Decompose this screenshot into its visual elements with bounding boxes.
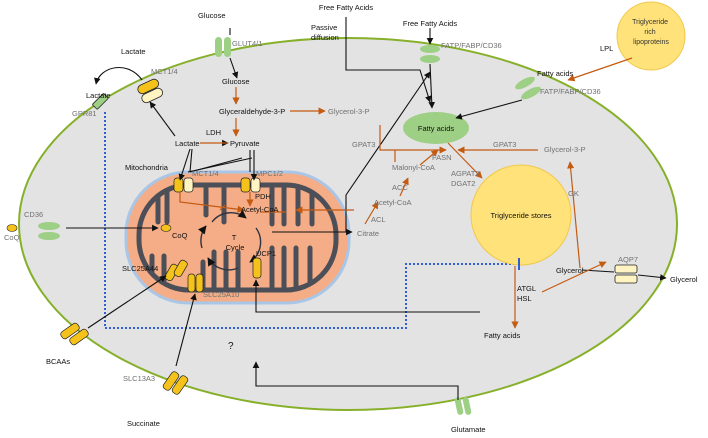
coq-inner-icon	[160, 224, 172, 232]
gpat3-right-label: GPAT3	[493, 140, 516, 149]
trl-label: Triglyceride rich lipoproteins	[632, 19, 670, 46]
fatp-right-label: FATP/FABP/CD36	[540, 87, 601, 96]
malonyl-coa-label: Malonyl-CoA	[392, 163, 435, 172]
glycerol-3p-label-1: Glycerol-3-P	[328, 107, 370, 116]
lactate-mid-label: Lactate	[175, 139, 200, 148]
fatty-acids-released-label: Fatty acids	[484, 331, 521, 340]
coq-inner-label: CoQ	[172, 231, 188, 240]
glut-label: GLUT4/1	[232, 39, 262, 48]
orange-arrows	[179, 57, 633, 329]
fatty-acids-pool-label: Fatty acids	[418, 124, 455, 133]
dashed-boundary	[104, 112, 519, 329]
acc-label: ACC	[392, 183, 408, 192]
mct-mito-label: MCT1/4	[192, 169, 219, 178]
ucp1-label: UCP1	[256, 249, 276, 258]
tca-cycle-arrows	[198, 209, 262, 271]
question-mark: ?	[228, 341, 234, 352]
free-fatty-acids-label-2: Free Fatty Acids	[403, 19, 457, 28]
cd36-label: CD36	[24, 210, 43, 219]
gpr81-label: GPR81	[72, 109, 97, 118]
free-fatty-acids-label-1: Free Fatty Acids	[319, 3, 373, 12]
mpc-label: MPC1/2	[256, 169, 283, 178]
tca-cycle-label: T Cycle	[226, 233, 245, 252]
glycerol-3p-label-2: Glycerol-3-P	[544, 145, 586, 154]
pyruvate-label: Pyruvate	[230, 139, 260, 148]
lpl-label: LPL	[600, 44, 613, 53]
tg-stores-label: Triglyceride stores	[491, 211, 552, 220]
slc13a3-transporter	[162, 371, 189, 395]
lactate-top-label: Lactate	[121, 47, 146, 56]
triglyceride-stores-droplet	[470, 164, 572, 266]
atgl-hsl-label: ATGL HSL	[517, 284, 538, 303]
slc13a3-label: SLC13A3	[123, 374, 155, 383]
slc25a44-label: SLC25A44	[122, 264, 158, 273]
fatp-top-label: FATP/FABP/CD36	[441, 41, 502, 50]
aqp7-channel	[614, 264, 638, 284]
ldh-label: LDH	[206, 128, 221, 137]
bcaa-transporter	[60, 322, 89, 346]
trl-particle	[616, 1, 686, 71]
fatty-acids-extracellular-label: Fatty acids	[537, 69, 574, 78]
pdh-label: PDH	[255, 192, 271, 201]
mct-membrane-label: MCT1/4	[151, 67, 178, 76]
fatp-transporter-top	[420, 45, 440, 63]
coq-outer-label: CoQ	[4, 233, 20, 242]
lactate-left-label: Lactate	[86, 91, 111, 100]
mct-membrane-transporter	[137, 78, 164, 104]
agpat-label: AGPAT2 DGAT2	[451, 169, 482, 188]
slc25a44-transporter	[164, 259, 188, 282]
ucp1-transporter	[252, 257, 262, 279]
mitochondria-label: Mitochondria	[125, 163, 169, 172]
mct-mito-transporter	[173, 177, 194, 193]
bcaas-label: BCAAs	[46, 357, 70, 366]
fasn-label: FASN	[432, 153, 452, 162]
gpat3-left-label: GPAT3	[352, 140, 375, 149]
mitochondrion: T Cycle	[124, 170, 351, 305]
slc25a10-transporter	[187, 273, 204, 293]
glutamate-transporter	[454, 397, 472, 415]
glycerol-extracellular-label: Glycerol	[670, 275, 698, 284]
slc25a10-label: SLC25A10	[203, 290, 239, 299]
glucose-intracellular-label: Glucose	[222, 77, 250, 86]
gpr81-receptor	[92, 93, 109, 110]
glycerol-intracellular-label: Glycerol	[556, 266, 584, 275]
mpc-transporter	[240, 177, 261, 193]
acl-label: ACL	[371, 215, 386, 224]
acetyl-coa-mito-label: Acetyl-CoA	[241, 205, 279, 214]
mito-cristae	[149, 185, 315, 290]
fatty-acids-pool	[403, 112, 469, 144]
glyceraldehyde-3p-label: Glyceraldehyde-3-P	[219, 107, 285, 116]
cd36-transporter	[38, 222, 60, 240]
succinate-label: Succinate	[127, 419, 160, 428]
gk-label: GK	[568, 189, 579, 198]
coq-outer-icon	[6, 224, 18, 232]
aqp7-label: AQP7	[618, 255, 638, 264]
glucose-top-label: Glucose	[198, 11, 226, 20]
fatp-transporter-right	[515, 76, 541, 100]
glutamate-label: Glutamate	[451, 425, 486, 434]
glut-transporter	[215, 37, 231, 57]
passive-diffusion-label: Passive diffusion	[311, 23, 339, 42]
acetyl-coa-cyto-label: Acetyl-CoA	[374, 198, 412, 207]
citrate-label: Citrate	[357, 229, 379, 238]
